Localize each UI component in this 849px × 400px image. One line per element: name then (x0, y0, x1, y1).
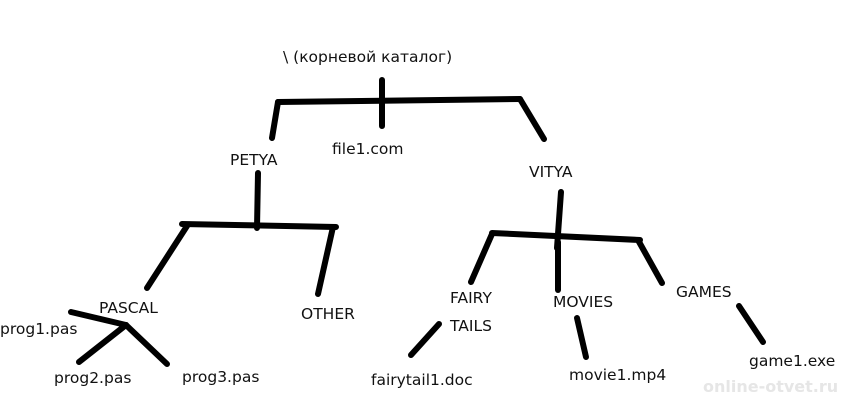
vitya-label: VITYA (529, 163, 573, 181)
movie1-label: movie1.mp4 (569, 366, 666, 384)
fairytail1-label: fairytail1.doc (371, 371, 473, 389)
branch-to-prog1 (68, 309, 129, 328)
prog2-label: prog2.pas (54, 369, 131, 387)
branch-petya-stem (254, 170, 261, 231)
prog3-label: prog3.pas (182, 368, 259, 386)
games-label: GAMES (676, 283, 732, 301)
tree-branches (68, 77, 766, 367)
game1-label: game1.exe (749, 352, 835, 370)
branch-to-game1 (736, 303, 766, 345)
branch-to-vitya (517, 96, 547, 142)
prog1-label: prog1.pas (0, 320, 77, 338)
branch-to-pascal (144, 223, 190, 291)
fairy-tails-label-line1: FAIRY (450, 289, 492, 307)
branch-to-fairy-tails (468, 231, 495, 285)
branch-petya-bar (179, 221, 339, 230)
file1-label: file1.com (332, 140, 404, 158)
branch-to-petya (269, 99, 281, 141)
root-label: \ (корневой каталог) (283, 48, 452, 66)
branch-root-bar (275, 96, 523, 105)
branch-to-prog3 (123, 322, 170, 367)
branch-to-fairytail1 (408, 321, 442, 358)
branch-to-movie1 (574, 315, 589, 360)
movies-label: MOVIES (553, 293, 613, 311)
petya-label: PETYA (230, 151, 278, 169)
tree-labels: \ (корневой каталог) file1.com PETYA PAS… (0, 48, 835, 389)
watermark-text: online-otvet.ru (703, 377, 838, 396)
other-label: OTHER (301, 305, 355, 323)
pascal-label: PASCAL (99, 299, 158, 317)
branch-to-games (635, 237, 665, 286)
branch-to-prog2 (76, 322, 129, 365)
branch-vitya-bar (489, 230, 643, 243)
fairy-tails-label-line2: TAILS (449, 317, 492, 335)
branch-to-other (315, 224, 336, 297)
